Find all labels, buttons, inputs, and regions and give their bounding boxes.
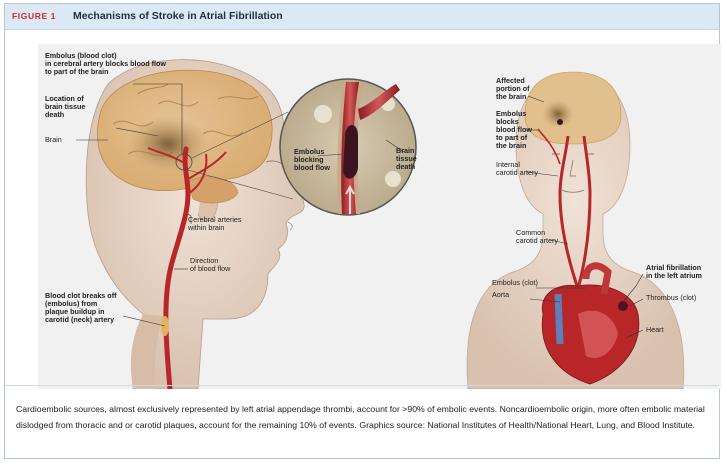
label-clot-l4: carotid (neck) artery	[45, 316, 114, 324]
figure-header: FIGURE 1 Mechanisms of Stroke in Atrial …	[5, 4, 719, 30]
label-thrombus: Thrombus (clot)	[646, 294, 696, 302]
figure-title: Mechanisms of Stroke in Atrial Fibrillat…	[73, 10, 283, 22]
label-embolus-clot: Embolus (clot)	[492, 279, 538, 287]
figure-caption: Cardioembolic sources, almost exclusivel…	[16, 402, 712, 433]
tissue-death-area	[128, 116, 208, 172]
label-embolus-l3: to part of the brain	[45, 68, 109, 76]
caption-divider	[5, 385, 719, 386]
label-common-l2: carotid artery	[516, 237, 558, 245]
label-cerebral-l2: within brain	[188, 224, 224, 232]
label-internal-l2: carotid artery	[496, 169, 538, 177]
thrombus-clot	[618, 301, 628, 311]
label-af-l2: in the left atrium	[646, 272, 702, 280]
label-direction-l2: of blood flow	[190, 265, 230, 273]
label-zoom-tissue-l3: death	[396, 163, 415, 171]
label-zoom-embolus-l3: blood flow	[294, 164, 330, 172]
figure-frame: FIGURE 1 Mechanisms of Stroke in Atrial …	[4, 3, 720, 459]
label-location-l3: death	[45, 111, 64, 119]
label-blocks-l5: the brain	[496, 142, 526, 150]
label-heart: Heart	[646, 326, 664, 334]
label-aorta: Aorta	[492, 291, 509, 299]
illustration-area: Embolus (blood clot) in cerebral artery …	[38, 44, 721, 389]
label-brain: Brain	[45, 136, 62, 144]
figure-label: FIGURE 1	[12, 11, 56, 21]
label-affected-l3: the brain	[496, 93, 526, 101]
illustration-svg	[38, 44, 721, 389]
